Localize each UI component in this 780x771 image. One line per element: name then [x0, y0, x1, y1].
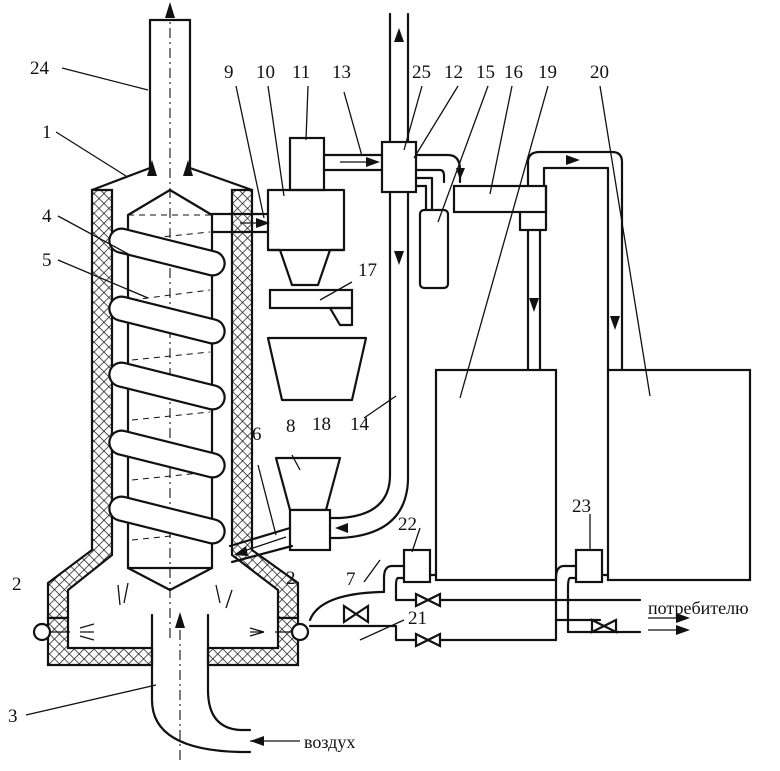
label-19: 19 — [538, 62, 557, 83]
furnace-top-cone — [90, 18, 254, 192]
air-label: воздух — [304, 732, 355, 752]
burner-right — [290, 622, 310, 642]
label-9: 9 — [224, 62, 234, 83]
furnace — [46, 8, 300, 667]
leader-lines — [25, 67, 651, 716]
label-23: 23 — [572, 496, 591, 517]
label-12: 12 — [444, 62, 463, 83]
separator-16 — [452, 150, 624, 372]
furnace-insulation-left — [46, 188, 114, 620]
burners — [32, 622, 310, 642]
label-24: 24 — [30, 58, 50, 79]
label-16: 16 — [504, 62, 523, 83]
furnace-insulation-bottom-right — [206, 616, 300, 667]
label-15: 15 — [476, 62, 495, 83]
vertical-pipe-14 — [328, 12, 465, 540]
label-5: 5 — [42, 250, 52, 271]
heating-coil — [108, 227, 226, 545]
label-2-left: 2 — [12, 574, 22, 595]
label-1: 1 — [42, 122, 52, 143]
label-20: 20 — [590, 62, 609, 83]
label-8: 8 — [286, 416, 296, 437]
label-14: 14 — [350, 414, 370, 435]
label-4: 4 — [42, 206, 52, 227]
labels: 24 1 4 5 2 2 3 6 8 7 9 10 11 13 17 18 14… — [8, 58, 749, 752]
air-inlet-pipe — [150, 612, 300, 760]
label-10: 10 — [256, 62, 275, 83]
label-21: 21 — [408, 608, 427, 629]
flow-arrows-furnace — [117, 2, 233, 609]
label-3: 3 — [8, 706, 18, 727]
label-22: 22 — [398, 514, 417, 535]
tank-20 — [606, 368, 752, 582]
label-7: 7 — [346, 569, 356, 590]
label-18: 18 — [312, 414, 331, 435]
tank-19 — [434, 368, 558, 582]
furnace-insulation-bottom-left — [46, 616, 154, 667]
label-17: 17 — [358, 260, 377, 281]
burner-left — [32, 622, 52, 642]
pumps-and-piping — [308, 548, 690, 648]
label-13: 13 — [332, 62, 351, 83]
label-6: 6 — [252, 424, 262, 445]
lower-hopper — [228, 456, 342, 564]
consumer-label: потребителю — [648, 598, 749, 618]
label-2-right: 2 — [286, 568, 296, 589]
label-11: 11 — [292, 62, 310, 83]
label-25: 25 — [412, 62, 431, 83]
cyclone — [210, 136, 386, 402]
